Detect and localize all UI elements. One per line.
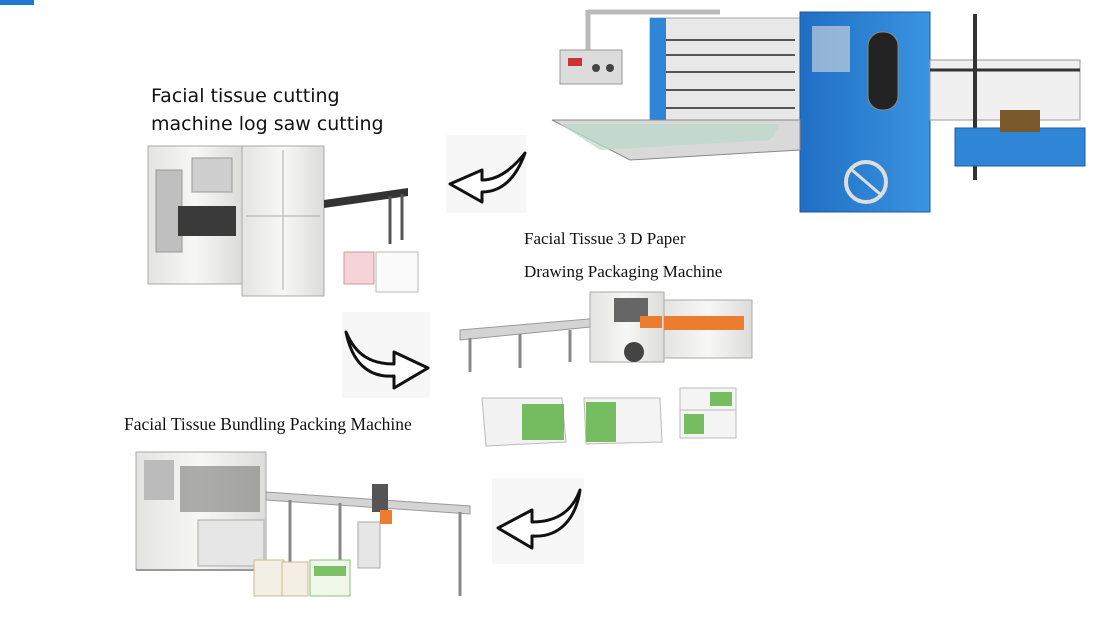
bundled-tissue-packs-image xyxy=(253,559,351,597)
packaging-machine-title: Facial Tissue 3 D Paper Drawing Packagin… xyxy=(524,222,722,288)
arrow-left-icon xyxy=(492,478,584,564)
bundling-machine-title: Facial Tissue Bundling Packing Machine xyxy=(124,414,412,434)
folding-machine-image xyxy=(551,9,1086,213)
arrow-left-icon xyxy=(446,135,527,213)
arrow-right-icon xyxy=(342,312,430,398)
packaging-machine-image xyxy=(459,291,753,372)
bundling-machine-image xyxy=(135,451,471,596)
packaging-title-line2: Drawing Packaging Machine xyxy=(524,262,723,281)
tissue-boxes-image xyxy=(343,251,419,293)
cutting-title-line1: Facial tissue cutting xyxy=(151,85,340,107)
packaging-title-line1: Facial Tissue 3 D Paper xyxy=(524,229,686,248)
log-saw-machine-image xyxy=(147,145,408,297)
top-accent-bar xyxy=(0,0,34,5)
tissue-packs-image xyxy=(481,387,737,447)
cutting-machine-title: Facial tissue cutting machine log saw cu… xyxy=(151,82,384,138)
cutting-title-line2: machine log saw cutting xyxy=(151,113,384,135)
